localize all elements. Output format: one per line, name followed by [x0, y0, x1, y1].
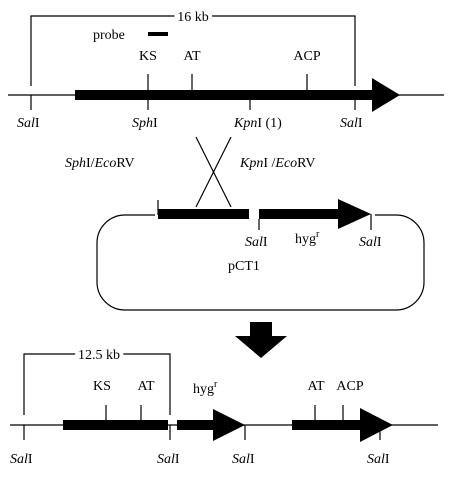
bottom-sali-1-label: SalI [10, 452, 33, 467]
result-down-arrow [235, 322, 287, 358]
acp-label: ACP [293, 49, 320, 64]
plasmid-hyg-arrowhead [338, 199, 371, 229]
top-sphi-label: SphI [132, 116, 158, 131]
plasmid-hyg-label: hygr [295, 229, 320, 247]
top-gene-arrowhead [372, 78, 400, 112]
top-size-label: 16 kb [177, 10, 209, 25]
top-gene-bar [75, 90, 375, 100]
bottom-at-label-1: AT [137, 379, 155, 394]
sphi-ecorv-label: SphI/EcoRV [65, 156, 135, 171]
bottom-at-label-2: AT [307, 379, 325, 394]
bottom-hyg-arrowhead [213, 409, 245, 441]
top-size-bracket [30, 15, 356, 86]
kpni-ecorv-label: KpnI /EcoRV [239, 156, 316, 171]
bottom-acp-label: ACP [336, 379, 363, 394]
bottom-gene-arrowhead [360, 408, 393, 442]
bottom-locus: 12.5 kb KS AT hygr AT ACP SalI SalI SalI… [10, 344, 438, 467]
plasmid-hyg-bar [259, 209, 341, 219]
plasmid-sali-1-label: SalI [245, 235, 268, 250]
plasmid-outline [96, 214, 425, 311]
ks-label: KS [139, 49, 157, 64]
bottom-gene-bar [292, 420, 362, 430]
crossover: SphI/EcoRV KpnI /EcoRV [65, 136, 316, 208]
bottom-sali-2-label: SalI [157, 452, 180, 467]
bottom-sali-3-label: SalI [232, 452, 255, 467]
bottom-insert-bar [63, 420, 168, 430]
plasmid-pct1: SalI SalI hygr pCT1 [96, 199, 425, 311]
bottom-ks-label: KS [93, 379, 111, 394]
top-sali-1-label: SalI [17, 116, 40, 131]
bottom-size-label: 12.5 kb [78, 348, 120, 363]
top-kpni-label: KpnI (1) [233, 116, 282, 131]
bottom-sali-4-label: SalI [367, 452, 390, 467]
probe-label: probe [93, 28, 125, 43]
top-locus: 16 kb probe KS AT ACP SalI SphI KpnI (1)… [8, 6, 444, 131]
plasmid-insert-bar [158, 209, 249, 219]
at-label: AT [183, 49, 201, 64]
plasmid-name: pCT1 [228, 259, 260, 274]
plasmid-sali-2-label: SalI [359, 235, 382, 250]
bottom-hyg-bar [177, 420, 215, 430]
crossover-line-b [195, 136, 232, 208]
top-sali-2-label: SalI [340, 116, 363, 131]
probe-bar [148, 32, 168, 36]
bottom-size-bracket [23, 353, 171, 415]
bottom-hyg-label: hygr [193, 379, 218, 397]
